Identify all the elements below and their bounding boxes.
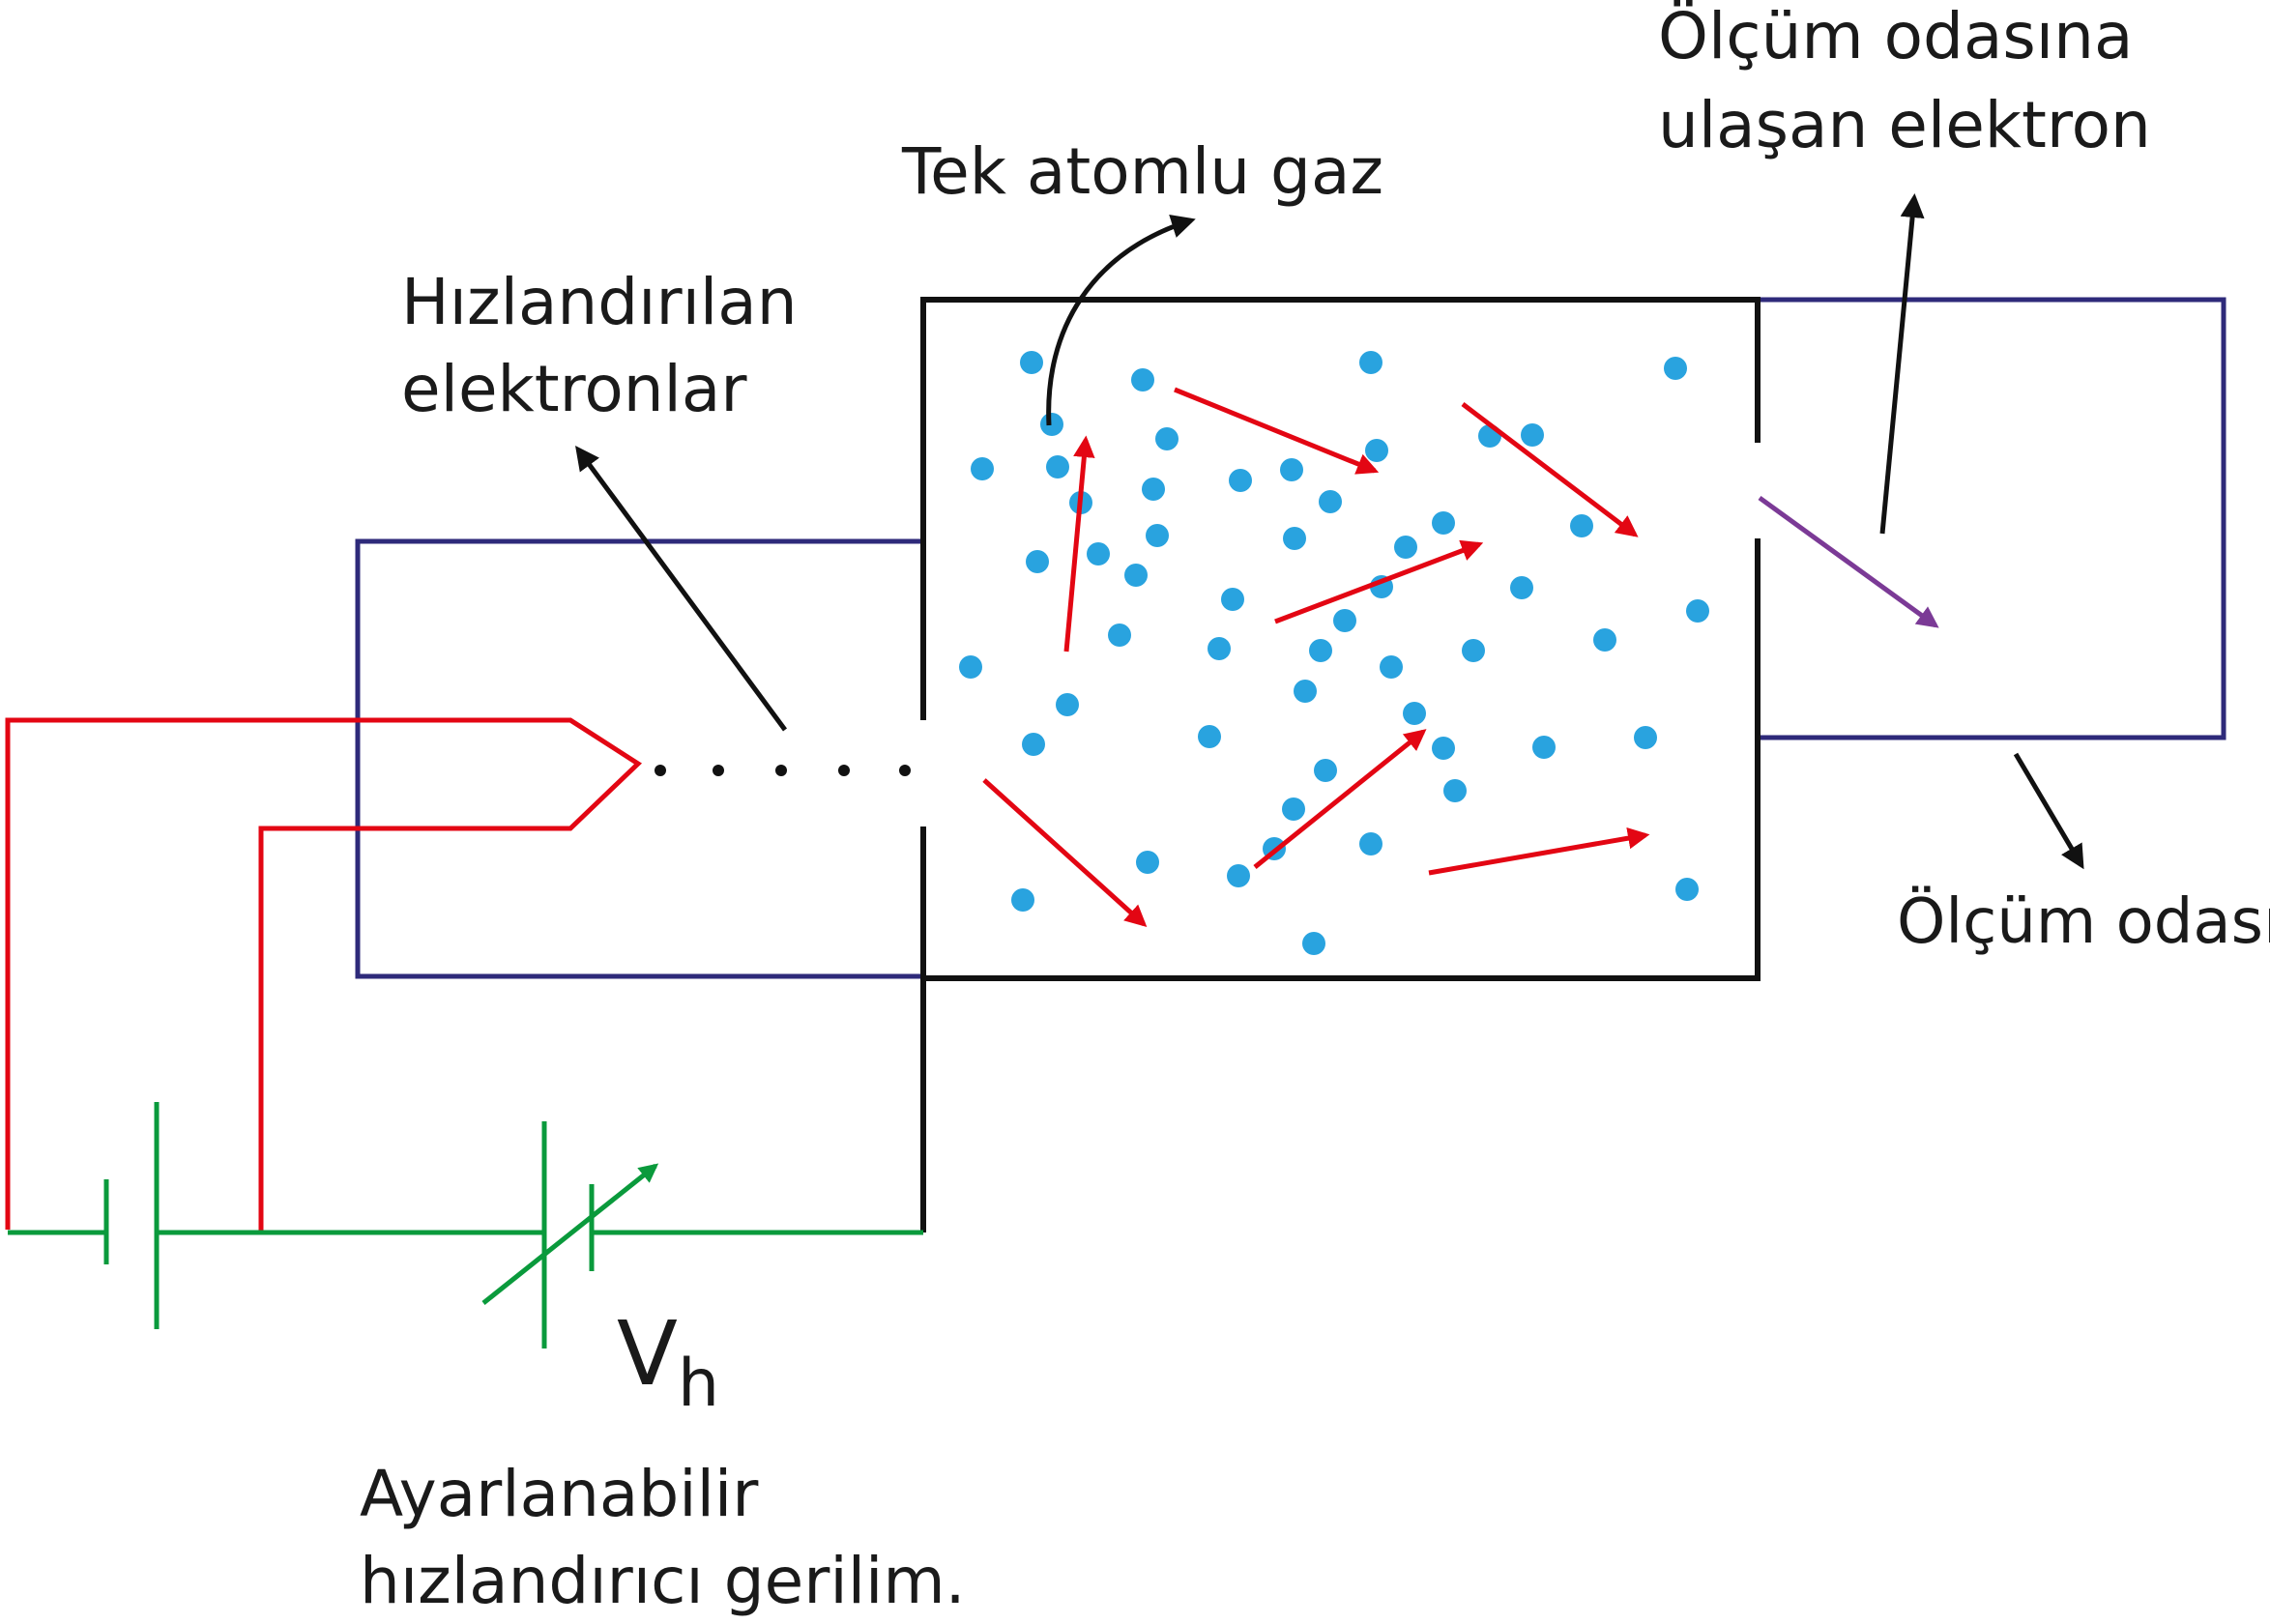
gas-atom (1198, 725, 1221, 748)
label-ayarlanabilir-line2: hızlandırıcı gerilim. (360, 1544, 966, 1618)
gas-atom (1432, 511, 1455, 535)
gas-atom (1108, 624, 1131, 647)
gas-atom (1087, 542, 1110, 566)
gas-atom (1282, 798, 1305, 821)
gas-atom (1309, 639, 1332, 662)
label-olcum-odasi: Ölçüm odası (1897, 885, 2270, 958)
gas-atom (1146, 524, 1169, 547)
gas-atom (1229, 469, 1252, 492)
collision-arrow (1174, 387, 1380, 475)
gas-pointer-arrow (1046, 215, 1196, 426)
gas-atom (959, 655, 982, 679)
collision-arrow (1461, 402, 1639, 537)
gas-atom (1675, 878, 1699, 901)
gas-atom (1142, 478, 1165, 501)
label-olcum-odasina-line2: ulaşan elektron (1658, 88, 2151, 162)
gas-atom (1294, 680, 1317, 703)
gas-atom (1155, 427, 1179, 450)
electrons-pointer-arrow (575, 445, 788, 732)
collision-arrow (1274, 539, 1484, 624)
label-olcum-odasina-line1: Ölçüm odasına (1658, 0, 2133, 73)
gas-atom (1532, 736, 1556, 759)
collision-arrow (1428, 827, 1650, 876)
gas-atom (1380, 655, 1403, 679)
gas-atom (1333, 609, 1356, 632)
gas-atom (1011, 888, 1034, 912)
voltage-circuit (8, 1102, 923, 1348)
collision-arrows (982, 387, 1650, 928)
voltage-symbol: V (617, 1302, 678, 1406)
gas-atom (1208, 637, 1231, 660)
gas-atom (1521, 423, 1544, 447)
gas-atom (1359, 832, 1382, 856)
gas-atom (1040, 413, 1063, 436)
variable-arrow (481, 1163, 659, 1305)
label-tek-atomlu-gaz: Tek atomlu gaz (901, 134, 1383, 209)
electron-gun-tube (355, 538, 923, 979)
gas-atom (1403, 702, 1426, 725)
gas-chamber (920, 297, 1761, 1232)
collision-arrow (1063, 435, 1095, 652)
gas-atom (1124, 564, 1148, 587)
gas-atom (1394, 536, 1417, 559)
gas-atom (1570, 514, 1593, 537)
collision-arrow (982, 778, 1148, 928)
gas-atom (1131, 368, 1154, 392)
gas-atom (1026, 550, 1049, 573)
gas-atom (1443, 779, 1467, 802)
gas-atom (1227, 864, 1250, 887)
chamber-pointer-arrow (2013, 752, 2084, 870)
label-voltage: Vh (617, 1302, 719, 1422)
gas-atom (1634, 726, 1657, 749)
label-hizlandirilan-line2: elektronlar (401, 352, 747, 426)
gas-atom (1056, 693, 1079, 716)
label-hizlandirilan-line1: Hızlandırılan (401, 265, 798, 339)
electron-beam (655, 765, 911, 776)
gas-atom (1664, 357, 1687, 380)
gas-atoms (959, 351, 1709, 955)
gas-atom (1302, 932, 1325, 955)
gas-atom (1046, 455, 1069, 478)
gas-atom (971, 457, 994, 480)
gas-atom (1686, 599, 1709, 623)
gas-atom (1221, 588, 1244, 611)
gas-atom (1280, 458, 1303, 481)
measurement-chamber (1758, 297, 2226, 740)
voltage-subscript: h (678, 1346, 719, 1422)
gas-atom (1365, 439, 1388, 462)
gas-atom (1432, 737, 1455, 760)
gas-atom (1022, 733, 1045, 756)
gas-atom (1593, 628, 1616, 652)
gas-atom (1359, 351, 1382, 374)
gas-atom (1283, 527, 1306, 550)
gas-atom (1462, 639, 1485, 662)
gas-atom (1136, 851, 1159, 874)
gas-atom (1319, 490, 1342, 513)
collision-arrow (1253, 729, 1427, 869)
filament-wires (5, 717, 643, 1232)
arriving-electron-pointer-arrow (1879, 193, 1925, 535)
gas-atom (1020, 351, 1043, 374)
gas-atom (1314, 759, 1337, 782)
label-ayarlanabilir-line1: Ayarlanabilir (360, 1457, 759, 1531)
gas-atom (1510, 576, 1533, 599)
pointer-arrows (575, 193, 2084, 870)
exiting-electron-arrow (1758, 495, 1939, 628)
